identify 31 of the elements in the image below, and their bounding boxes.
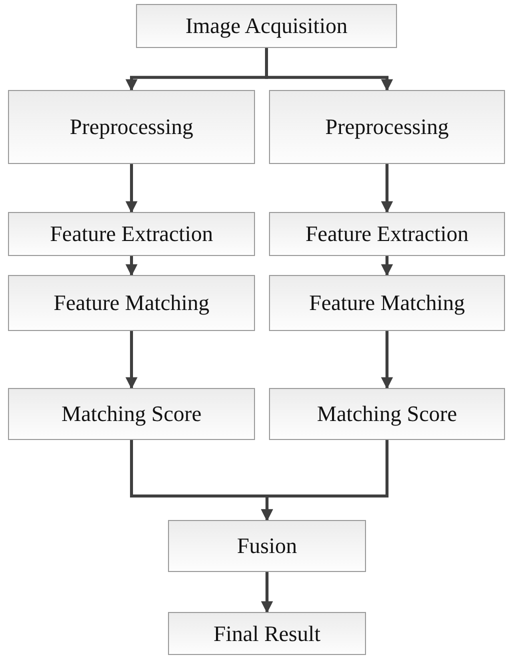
arrow <box>126 164 138 214</box>
box-label: Feature Extraction <box>305 221 469 247</box>
arrow <box>126 331 138 390</box>
process-box <box>8 212 255 256</box>
box-label: Matching Score <box>62 401 202 427</box>
arrow <box>126 256 138 276</box>
box-label: Image Acquisition <box>186 13 348 39</box>
box-label: Final Result <box>214 620 320 646</box>
arrow <box>381 164 393 214</box>
arrow <box>261 440 388 522</box>
arrow <box>381 256 393 276</box>
process-box <box>269 212 505 256</box>
arrow <box>261 572 273 614</box>
process-box <box>8 90 255 164</box>
process-box <box>8 388 255 440</box>
box-label: Feature Extraction <box>50 221 214 247</box>
arrow <box>265 48 393 92</box>
box-label: Feature Matching <box>54 290 210 316</box>
process-box <box>8 275 255 331</box>
process-box <box>136 4 397 48</box>
process-box <box>168 612 366 655</box>
process-box <box>269 90 505 164</box>
box-label: Preprocessing <box>70 114 194 140</box>
process-box <box>269 275 505 331</box>
box-label: Matching Score <box>317 401 457 427</box>
arrow <box>381 331 393 390</box>
box-label: Preprocessing <box>325 114 449 140</box>
box-label: Fusion <box>237 533 297 559</box>
box-label: Feature Matching <box>309 290 465 316</box>
process-box <box>269 388 505 440</box>
process-box <box>168 520 366 572</box>
